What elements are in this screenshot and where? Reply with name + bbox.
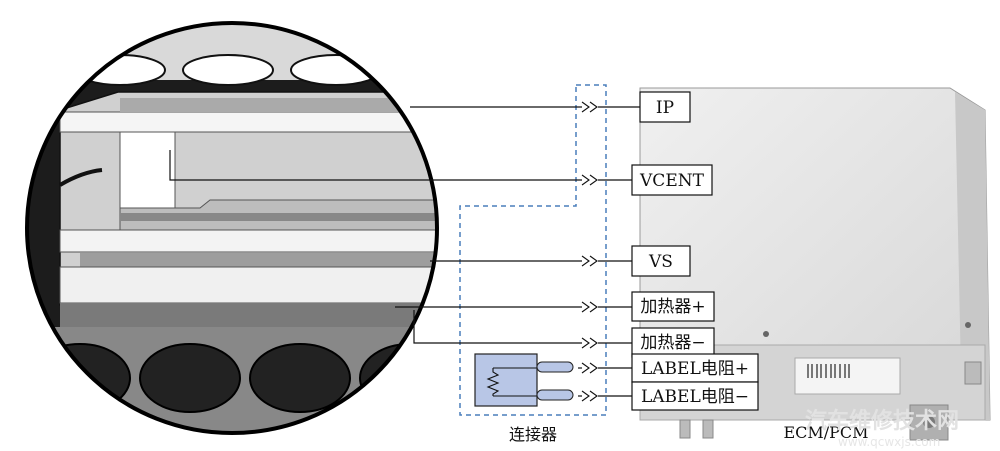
wires bbox=[169, 106, 640, 397]
pin-box-label-resistor-minus bbox=[631, 381, 759, 411]
barcode bbox=[807, 364, 850, 378]
connector-pin bbox=[536, 389, 574, 401]
watermark-text: 汽车维修技术网 bbox=[805, 408, 959, 434]
pin-box-ip bbox=[639, 91, 691, 123]
mount-post bbox=[702, 419, 714, 439]
wire-heater-minus bbox=[413, 310, 582, 344]
resistor-body bbox=[474, 353, 538, 407]
pin-label-vcent: VCENT bbox=[639, 171, 705, 191]
vent-hole bbox=[290, 54, 382, 86]
base-hole bbox=[139, 343, 241, 413]
pin-label-heater-minus: 加热器− bbox=[640, 333, 705, 353]
pin-label-vs: VS bbox=[648, 252, 673, 272]
connector-terminals bbox=[581, 101, 598, 402]
connector-terminal-icon bbox=[581, 255, 598, 267]
label-resistor bbox=[474, 353, 574, 407]
pin-label-label-resistor-minus: LABEL电阻− bbox=[641, 387, 749, 407]
connector-terminal-icon bbox=[581, 362, 598, 374]
pin-labels: IP VCENT VS 加热器+ 加热器− LABEL电阻+ LABEL电阻− bbox=[631, 91, 759, 411]
connector-dashed-outline bbox=[459, 84, 607, 416]
connector-terminal-icon bbox=[581, 101, 598, 113]
base-hole bbox=[359, 343, 437, 413]
pin-box-vcent bbox=[631, 164, 713, 196]
connector-terminal-icon bbox=[581, 390, 598, 402]
pin-box-heater-plus bbox=[631, 291, 715, 322]
connector-terminal-icon bbox=[581, 337, 598, 349]
base-hole bbox=[249, 343, 351, 413]
resistor-symbol-icon bbox=[486, 368, 500, 396]
pin-label-label-resistor-plus: LABEL电阻+ bbox=[641, 359, 749, 379]
watermark-url: www.qcwxjs.com bbox=[838, 435, 940, 449]
ecm-caption: ECM/PCM bbox=[783, 423, 868, 442]
connector-caption: 连接器 bbox=[509, 425, 557, 444]
pin-label-heater-plus: 加热器+ bbox=[640, 297, 705, 317]
pin-label-ip: IP bbox=[656, 98, 674, 118]
screw bbox=[965, 322, 971, 328]
pin-box-label-resistor-plus bbox=[631, 353, 759, 383]
watermark: 汽车维修技术网 www.qcwxjs.com bbox=[805, 408, 959, 449]
base-hole bbox=[29, 343, 131, 413]
barcode-label bbox=[794, 357, 901, 395]
connector-pin bbox=[536, 361, 574, 373]
connector-terminal-icon bbox=[581, 301, 598, 313]
screw bbox=[763, 331, 769, 337]
pin-box-vs bbox=[631, 245, 691, 277]
connector-terminal-icon bbox=[581, 174, 598, 186]
vent-hole bbox=[182, 54, 274, 86]
sensor-magnified-view bbox=[25, 21, 439, 435]
mount-post bbox=[679, 419, 691, 439]
wire-vcent bbox=[169, 150, 582, 181]
